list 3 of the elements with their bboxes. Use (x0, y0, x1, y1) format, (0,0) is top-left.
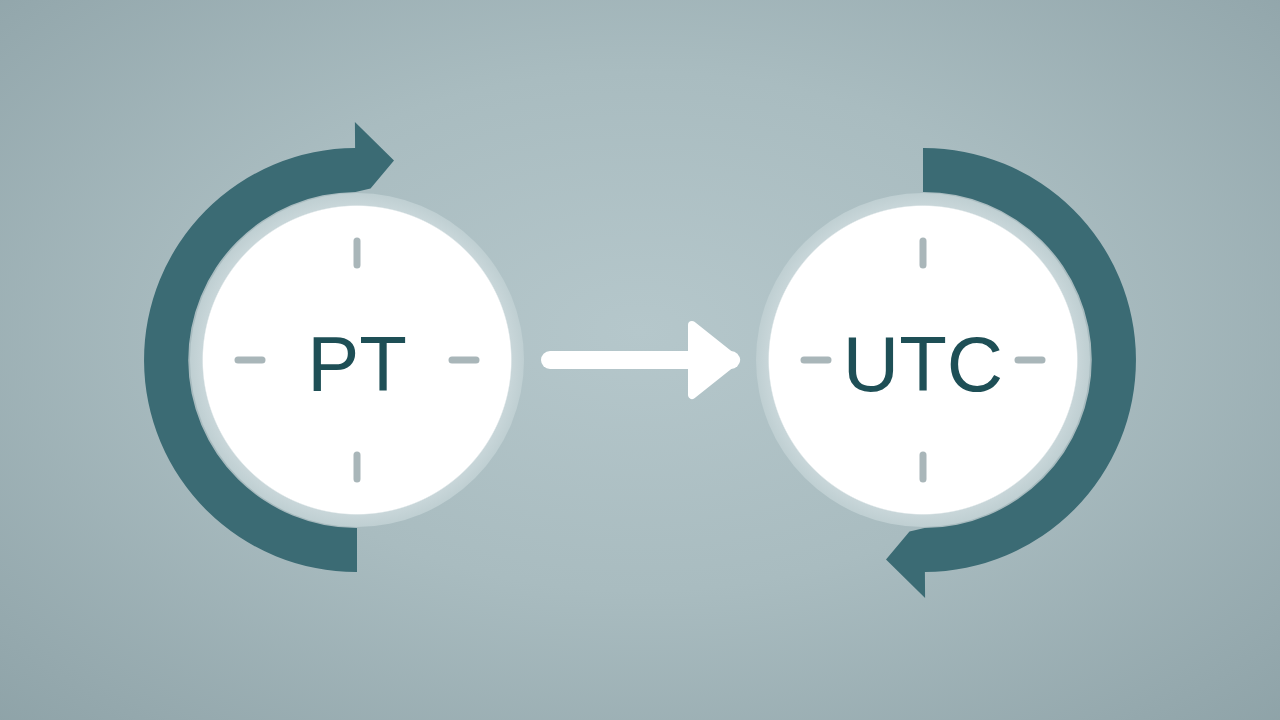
time-zone-label: PT (307, 319, 407, 403)
time-zone-label: UTC (842, 319, 1004, 403)
arrow (541, 321, 740, 399)
